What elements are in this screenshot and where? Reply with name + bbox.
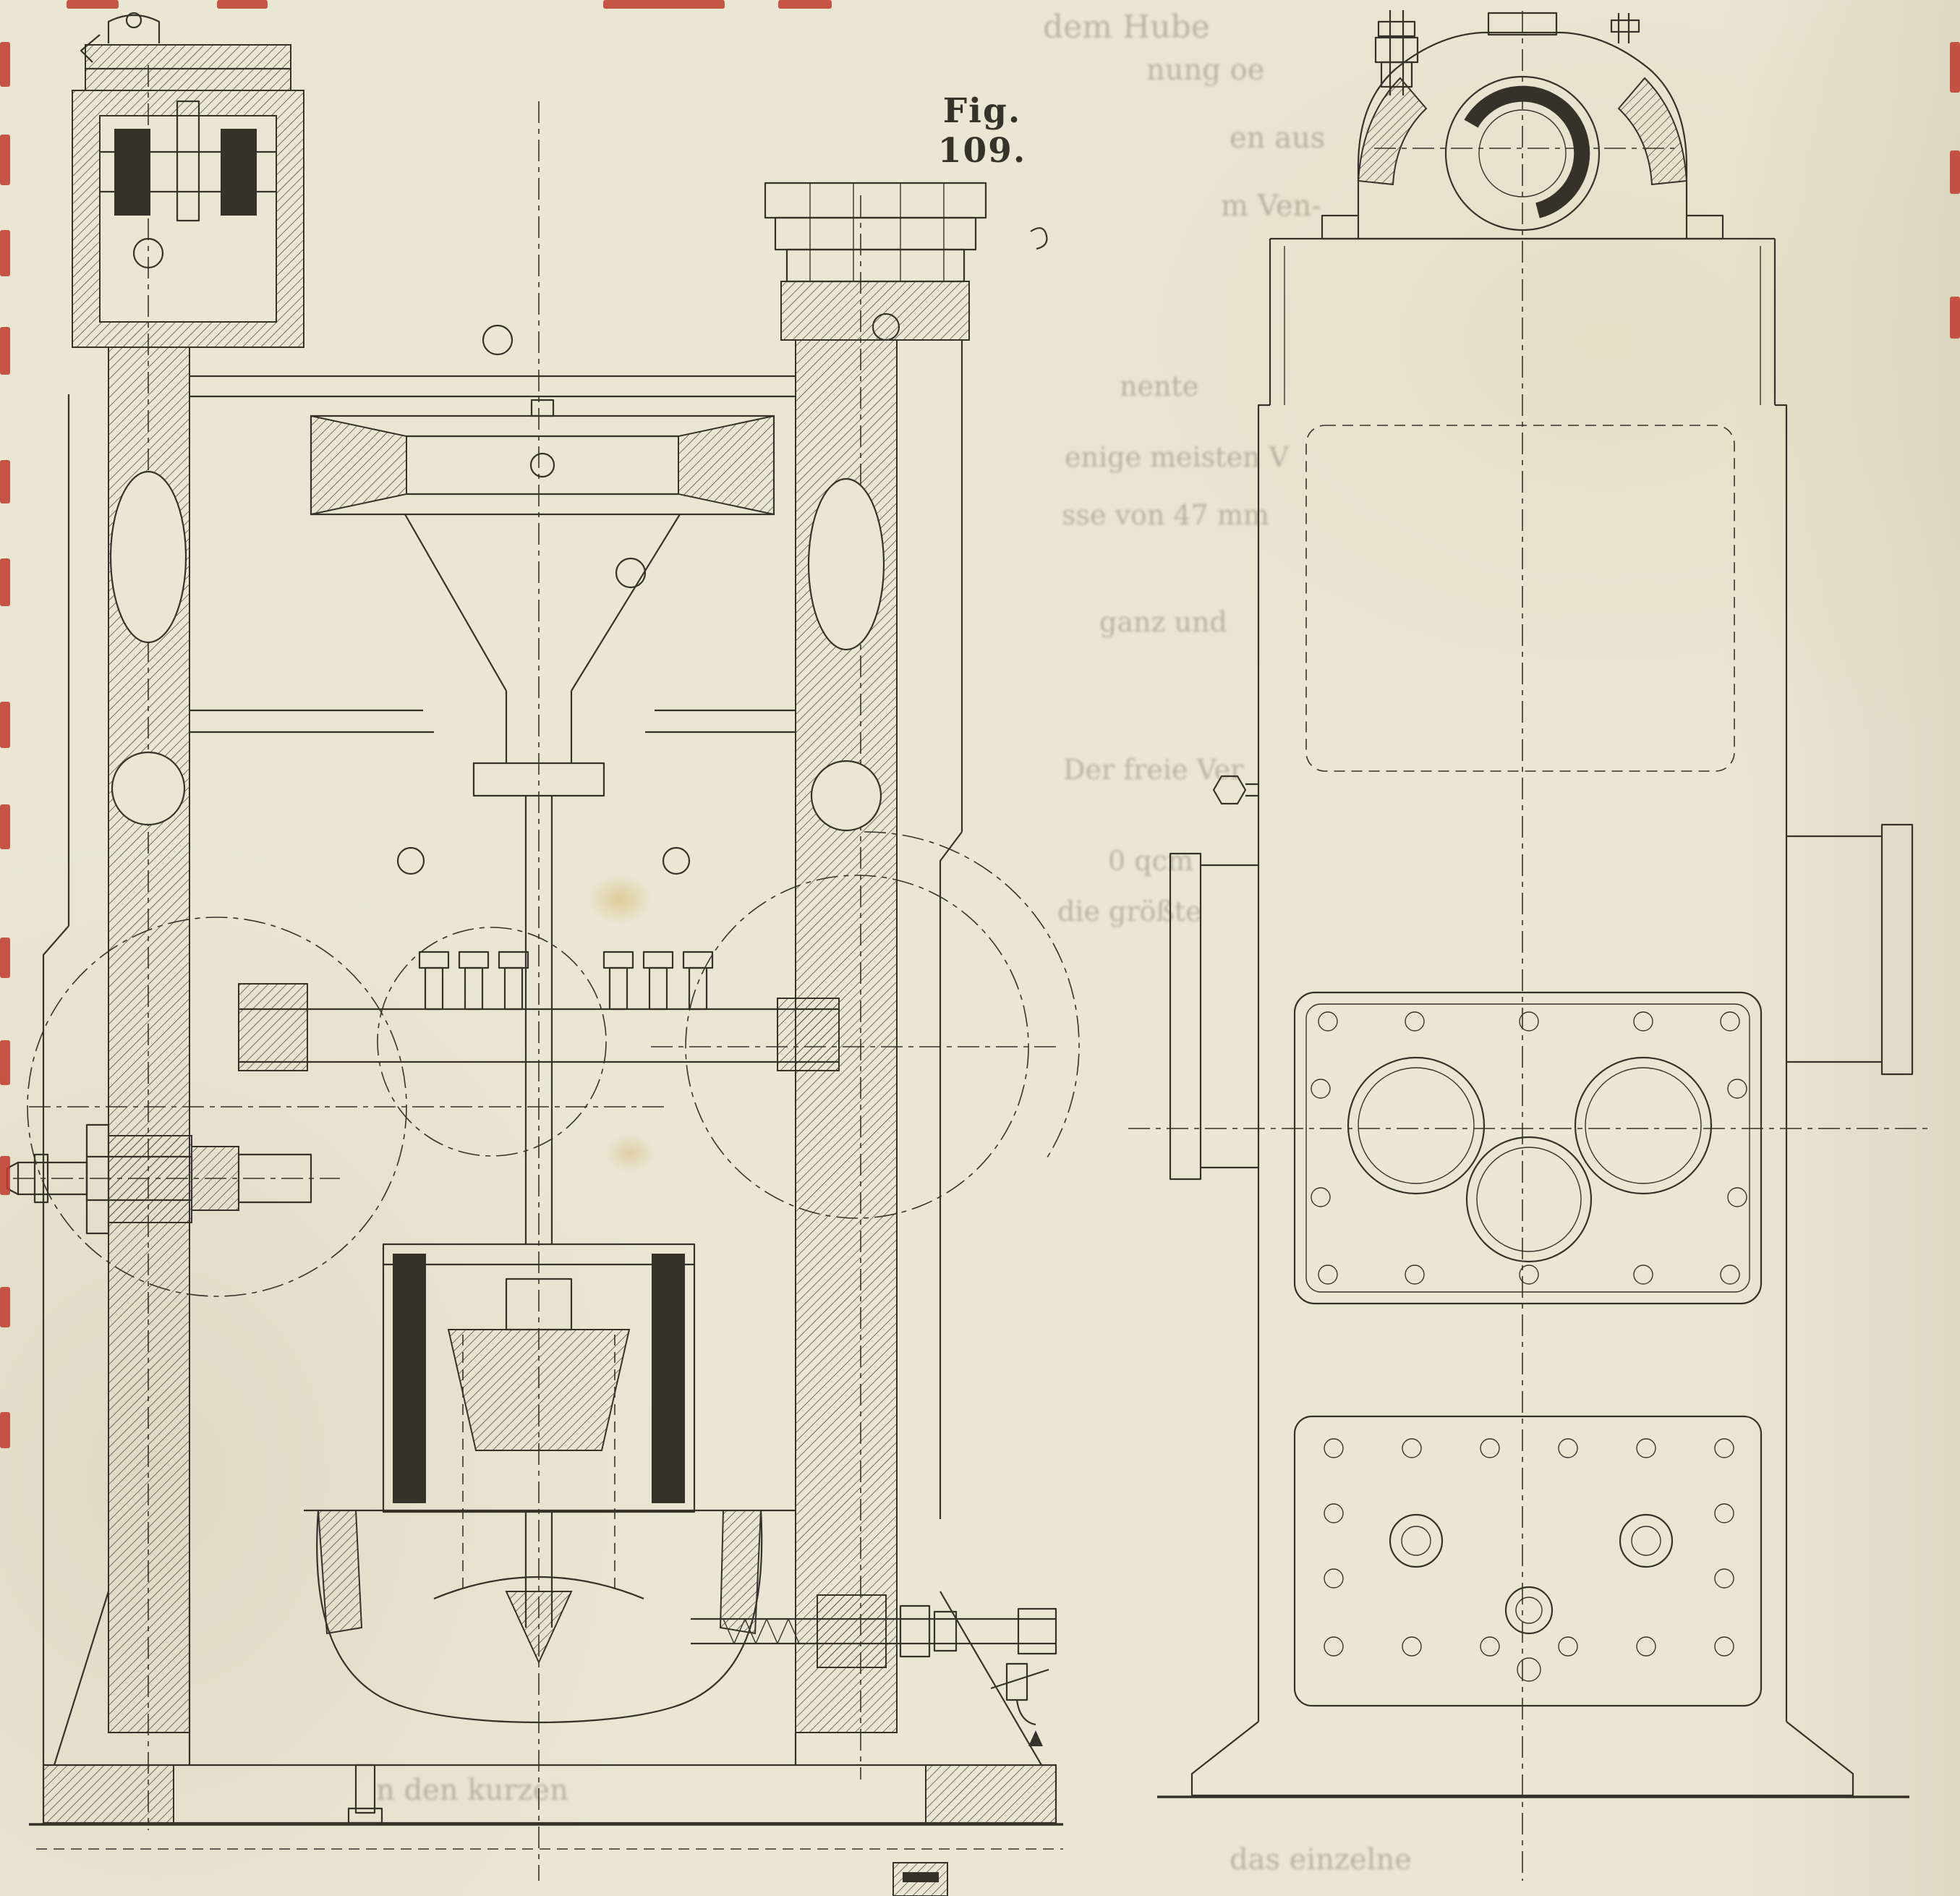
bearing-pedestal bbox=[1321, 10, 1724, 240]
inspection-dashed-panel bbox=[1305, 425, 1735, 772]
guide-liner bbox=[393, 1254, 426, 1503]
port-circle bbox=[1465, 1136, 1593, 1263]
bolt-circle bbox=[396, 846, 425, 875]
side-flange-left bbox=[1169, 852, 1258, 1181]
bearing-bore bbox=[1444, 75, 1601, 231]
bolt-circle bbox=[132, 237, 164, 269]
foot-right bbox=[1157, 1721, 1909, 1798]
bolt-circle bbox=[662, 846, 691, 875]
column-opening bbox=[807, 477, 885, 651]
faint-text-fragment: nente bbox=[1120, 370, 1199, 402]
foundation-bolt bbox=[354, 1764, 376, 1814]
figure-caption: Fig. 109. bbox=[937, 91, 1027, 171]
yoke-funnel bbox=[189, 514, 796, 797]
faint-text-fragment: m Ven- bbox=[1221, 190, 1321, 223]
centerlines bbox=[1128, 11, 1927, 1881]
faint-text-fragment: die größte bbox=[1057, 896, 1202, 927]
guide-liner bbox=[652, 1254, 685, 1503]
red-edge-marks bbox=[0, 0, 1960, 1448]
rod-cone bbox=[505, 1591, 573, 1665]
lower-bolt-holes bbox=[1324, 1438, 1734, 1657]
cover-plate bbox=[1293, 991, 1763, 1305]
faint-text-fragment: nung oe bbox=[1146, 54, 1265, 87]
bottom-cutoff-detail bbox=[892, 1862, 948, 1896]
spindle-gland bbox=[817, 1594, 887, 1668]
valve-spindle-right bbox=[691, 1594, 1057, 1668]
eccentric-circle bbox=[377, 927, 607, 1157]
faint-text-fragment: dem Hube bbox=[1043, 9, 1210, 46]
hook-mark bbox=[1030, 227, 1048, 250]
column-opening bbox=[810, 760, 882, 832]
bolt-circle bbox=[482, 324, 514, 356]
port-circle bbox=[1574, 1056, 1713, 1195]
mid-platform bbox=[238, 846, 840, 1071]
crosshead-guide bbox=[382, 1243, 696, 1591]
port-circle bbox=[1347, 1056, 1486, 1195]
valve-dark-section bbox=[221, 129, 257, 216]
crank-circle-left bbox=[27, 917, 407, 1297]
steam-cylinder-beam bbox=[189, 324, 796, 589]
cylinder-top-left bbox=[72, 12, 304, 348]
lower-plate bbox=[1293, 1415, 1763, 1707]
valve-chest bbox=[304, 1509, 796, 1724]
lifting-clamp bbox=[107, 14, 161, 43]
side-flange-right bbox=[1786, 823, 1914, 1076]
faint-text-fragment: ganz und bbox=[1099, 606, 1227, 638]
shaft-gland bbox=[108, 1135, 192, 1223]
drain-cock bbox=[990, 1662, 1049, 1746]
bearing-shell bbox=[1464, 85, 1590, 218]
left-column bbox=[42, 347, 192, 1765]
faint-text-fragment: en aus bbox=[1230, 122, 1326, 155]
faint-text-fragment: das einzelne bbox=[1230, 1843, 1412, 1876]
faint-text-fragment: enige meisten V bbox=[1065, 441, 1289, 473]
faint-text-fragment: 0 qcm bbox=[1108, 845, 1193, 877]
left-drawing bbox=[6, 12, 1080, 1881]
cylinder-top-right bbox=[764, 182, 1048, 341]
boss-circle bbox=[1619, 1513, 1674, 1568]
faint-text-fragment: n den kurzen bbox=[376, 1774, 568, 1807]
column-opening bbox=[109, 470, 187, 644]
faint-text-fragment: sse von 47 mm bbox=[1062, 499, 1269, 531]
valve-dark-section bbox=[114, 129, 150, 216]
spring bbox=[723, 1618, 800, 1644]
base-left bbox=[29, 1591, 1063, 1850]
right-drawing bbox=[1128, 10, 1927, 1881]
boss-circle bbox=[1389, 1513, 1444, 1568]
bearing-cap bbox=[1487, 12, 1558, 36]
column-opening bbox=[111, 751, 186, 826]
boss-circle bbox=[1504, 1586, 1554, 1635]
shaft-left bbox=[6, 1146, 312, 1211]
stud-bolts bbox=[418, 951, 714, 1011]
bolt-circle bbox=[615, 557, 647, 589]
faint-text-fragment: Der freie Ver bbox=[1063, 754, 1244, 786]
crank-arc bbox=[864, 831, 1080, 1158]
cover-bolt-holes bbox=[1311, 1011, 1747, 1285]
side-stud-nut bbox=[1212, 775, 1247, 805]
engine-body bbox=[1212, 237, 1788, 1722]
rod-flange bbox=[472, 762, 605, 797]
right-column bbox=[795, 339, 963, 1733]
crosshead-body bbox=[447, 1329, 631, 1451]
